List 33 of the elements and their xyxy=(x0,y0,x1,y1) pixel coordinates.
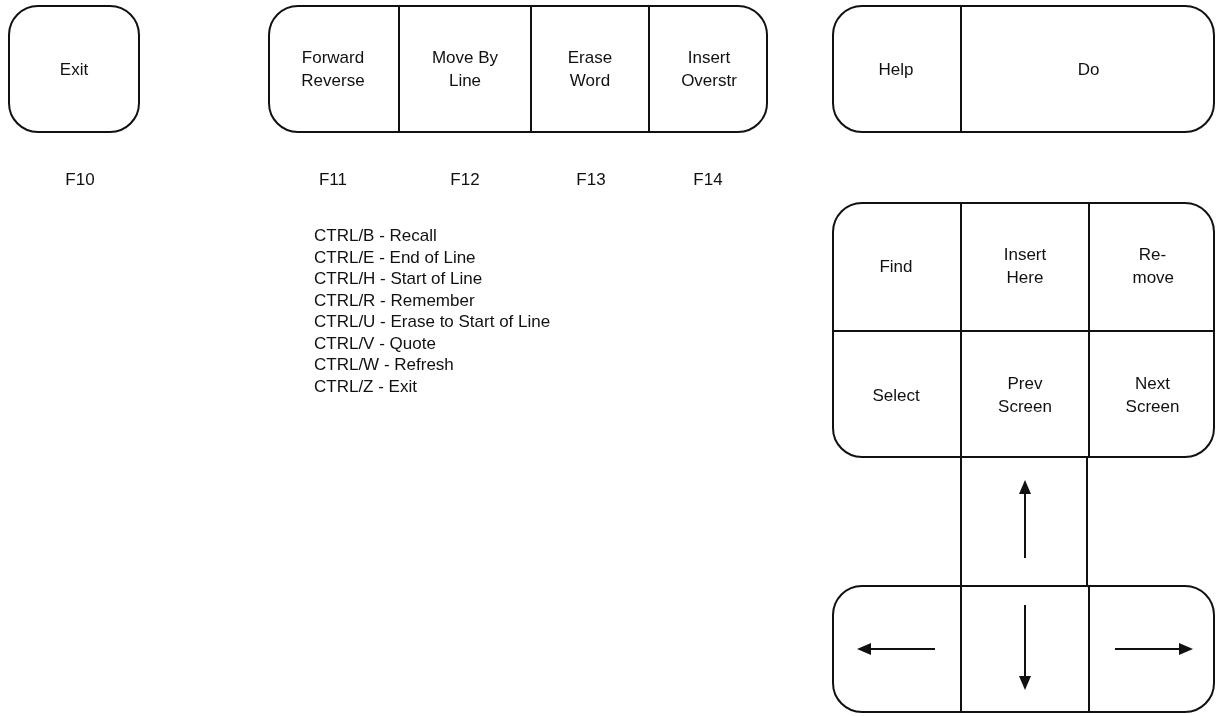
key-label: Re- move xyxy=(1132,244,1173,289)
shortcut-text: CTRL/Z - Exit xyxy=(314,376,417,397)
shortcut-text: CTRL/H - Start of Line xyxy=(314,269,483,289)
key-label: Help xyxy=(877,58,915,81)
key-group-frame xyxy=(832,585,1215,713)
key-label: Do xyxy=(1076,58,1101,81)
key-label: Insert Here xyxy=(1002,244,1048,289)
keyboard-key xyxy=(960,330,1088,458)
shortcut-text: CTRL/U - Erase to Start of Line xyxy=(314,312,551,332)
key-label: Next Screen xyxy=(1124,373,1181,418)
shortcut-text: CTRL/V - Quote xyxy=(314,333,436,354)
key-label: Exit xyxy=(58,58,90,81)
key-label: Insert Overstr xyxy=(680,47,738,92)
keyboard-key xyxy=(1088,330,1215,458)
shortcut-text: CTRL/E - End of Line xyxy=(314,247,476,268)
shortcut-text: CTRL/R - Remember xyxy=(314,290,475,311)
key-group-frame xyxy=(268,5,768,133)
shortcut-text: CTRL/B - Recall xyxy=(314,226,437,246)
key-label: Forward Reverse xyxy=(300,47,366,92)
function-key-label: F11 xyxy=(317,170,348,190)
key-label: Prev Screen xyxy=(997,373,1053,418)
function-key-label: F10 xyxy=(64,170,96,190)
key-label: Select xyxy=(871,384,921,407)
function-key-label: F14 xyxy=(692,170,724,190)
function-key-label: F13 xyxy=(575,170,607,190)
key-label: Find xyxy=(878,255,914,278)
shortcut-text: CTRL/W - Refresh xyxy=(314,355,454,375)
key-label: Move By Line xyxy=(430,47,500,92)
key-group-frame xyxy=(832,202,1215,458)
function-key-label: F12 xyxy=(449,170,481,190)
keyboard-key xyxy=(8,5,140,133)
key-label: Erase Word xyxy=(566,47,614,92)
key-group-frame xyxy=(832,5,1215,133)
